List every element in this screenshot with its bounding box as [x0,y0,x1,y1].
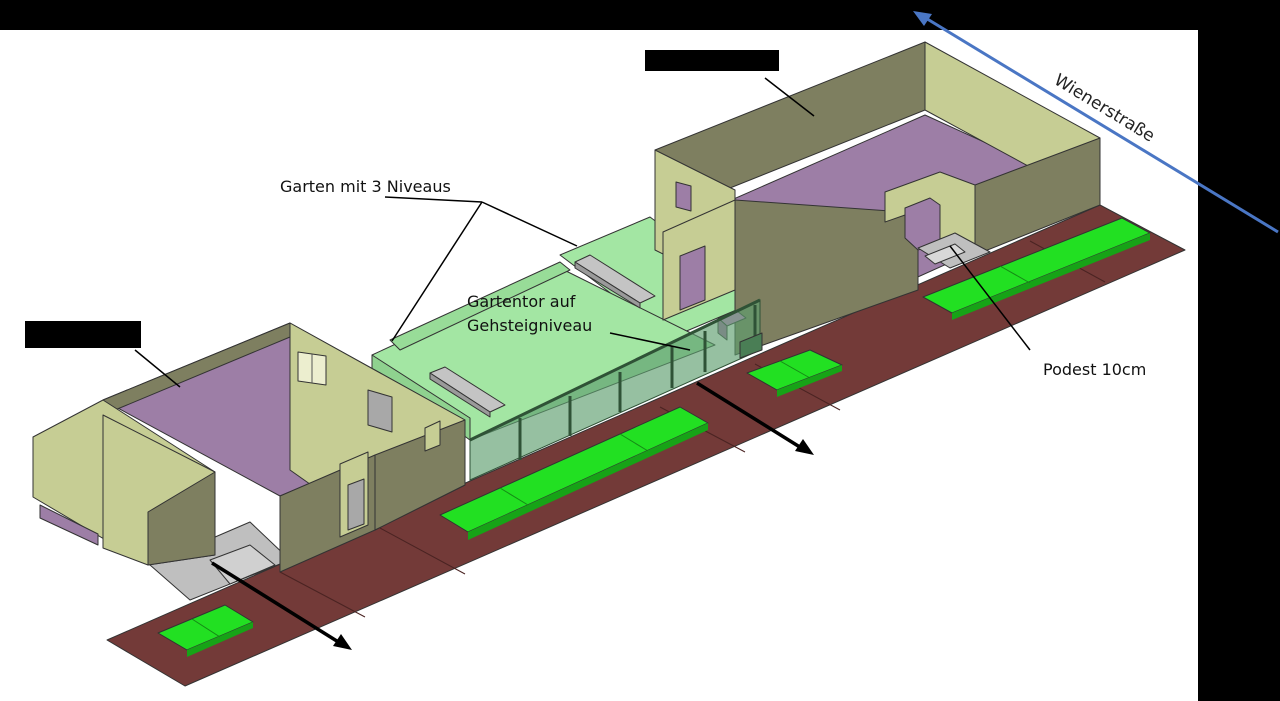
redacted-label-left-building [25,321,141,348]
label-garden: Garten mit 3 Niveaus [280,177,451,196]
garden-terraces [371,216,761,441]
garden-fence [469,298,763,481]
street-arrow [913,11,1279,234]
leader-right-building [764,77,815,117]
access-arrows [211,381,814,650]
left-building [32,322,466,601]
planters [157,217,1151,657]
right-building [654,41,1101,356]
label-gate-line2: Gehsteigniveau [467,316,592,335]
label-gate-line1: Gartentor auf [467,292,576,311]
label-platform: Podest 10cm [1043,360,1146,379]
annotation-leaders [384,196,1031,351]
leader-left-building [134,349,181,388]
redacted-label-right-building [645,50,779,71]
redacted-labels [25,50,815,388]
